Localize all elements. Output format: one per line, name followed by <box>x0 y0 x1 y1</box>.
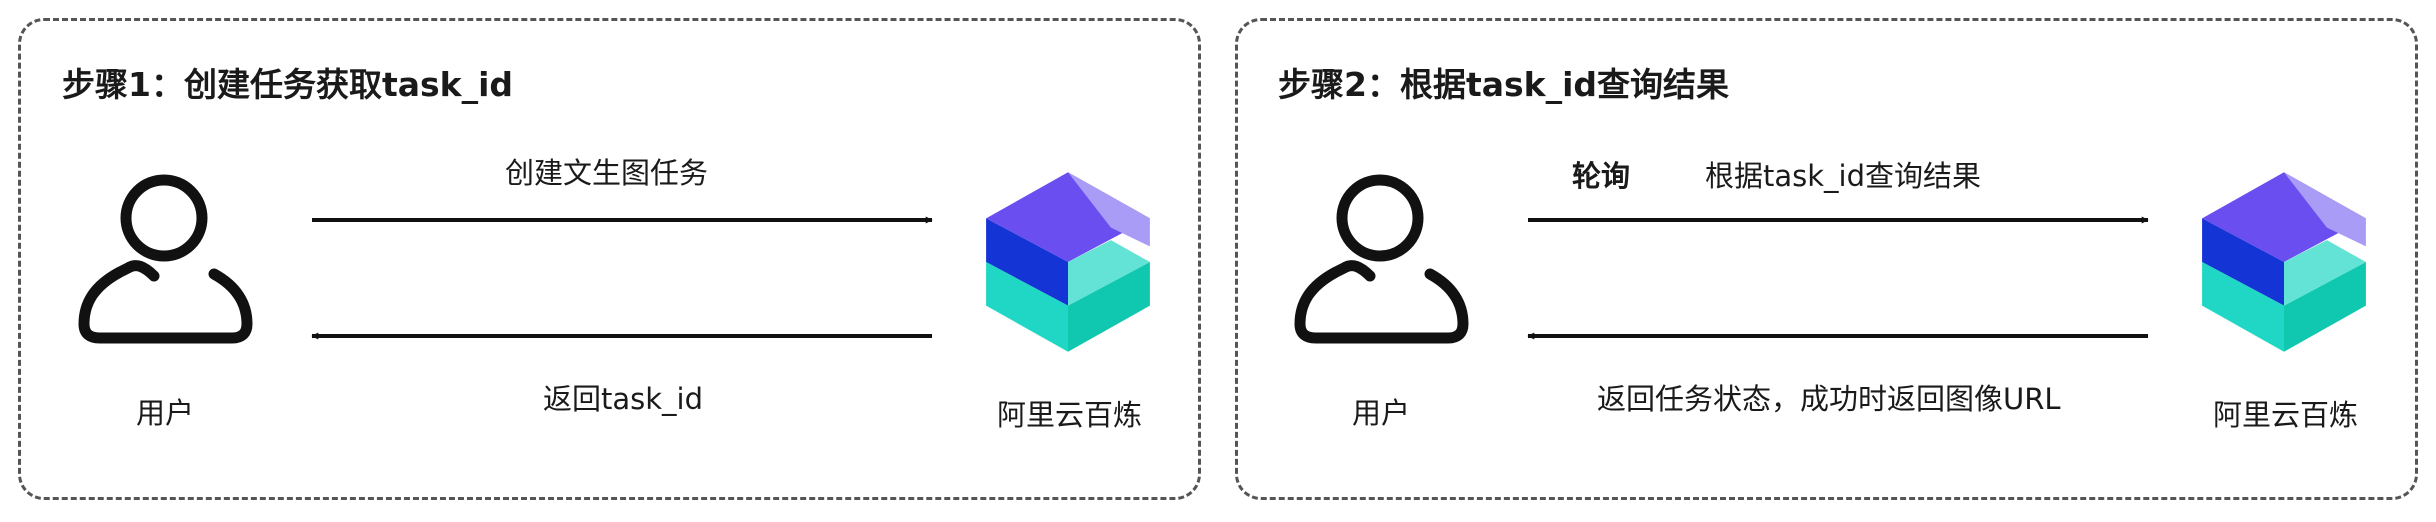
step2-loop-label: 轮询 <box>1572 159 1631 193</box>
step2-user-icon <box>1300 180 1463 338</box>
step1-title: 步骤1：创建任务获取task_id <box>62 65 514 104</box>
step1-forward-label: 创建文生图任务 <box>505 156 709 190</box>
step1-panel <box>18 18 1201 500</box>
step2-forward-label: 根据task_id查询结果 <box>1705 159 1982 193</box>
step1-service-label: 阿里云百炼 <box>997 398 1143 432</box>
step2-service-label: 阿里云百炼 <box>2213 398 2359 432</box>
step2-return-label: 返回任务状态，成功时返回图像URL <box>1597 382 2061 416</box>
step2-user-label: 用户 <box>1352 396 1411 430</box>
step2-bailian-logo-icon <box>2202 172 2366 352</box>
step1-bailian-logo-icon <box>986 172 1150 352</box>
step1-user-icon <box>84 180 247 338</box>
step1-return-label: 返回task_id <box>543 382 704 416</box>
step1-user-label: 用户 <box>136 396 195 430</box>
step2-panel <box>1235 18 2418 500</box>
step2-title: 步骤2：根据task_id查询结果 <box>1278 65 1730 104</box>
